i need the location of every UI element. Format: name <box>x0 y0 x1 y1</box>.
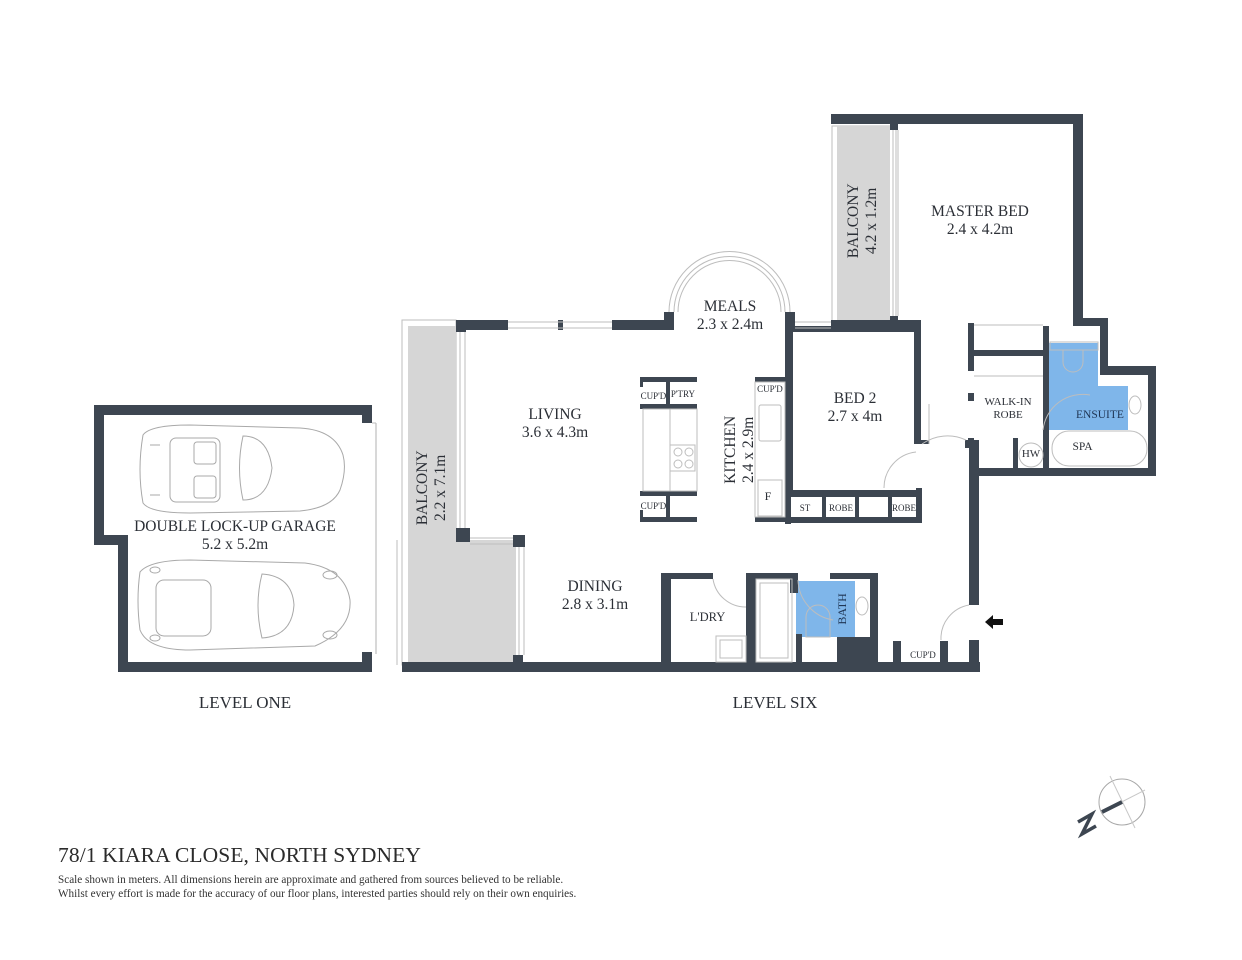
level-one-label: LEVEL ONE <box>198 693 292 712</box>
garage-walls <box>94 405 372 672</box>
balcony-master <box>831 125 897 323</box>
room-master-bed: MASTER BED 2.4 x 4.2m <box>915 203 1045 239</box>
room-balcony-master: BALCONY 4.2 x 1.2m <box>845 161 881 281</box>
room-name-line2: ROBE <box>993 408 1023 421</box>
room-kitchen: KITCHEN 2.4 x 2.9m <box>722 390 758 510</box>
north-arrow-icon <box>1077 775 1146 839</box>
room-name: DOUBLE LOCK-UP GARAGE <box>134 518 336 535</box>
room-balcony-main: BALCONY 2.2 x 7.1m <box>414 428 450 548</box>
room-name: BALCONY <box>414 450 432 526</box>
fixture-cupboard: CUP'D <box>640 391 667 401</box>
balcony-main <box>396 319 516 666</box>
room-walk-in-robe: WALK-IN ROBE <box>972 396 1044 421</box>
room-meals: MEALS 2.3 x 2.4m <box>670 298 790 334</box>
disclaimer-line-2: Whilst every effort is made for the accu… <box>58 888 577 900</box>
room-dining: DINING 2.8 x 3.1m <box>540 578 650 614</box>
fixture-robe: ROBE <box>828 503 853 513</box>
room-size: 2.3 x 2.4m <box>696 315 764 333</box>
car-icon <box>137 559 351 651</box>
fixture-fridge: F <box>764 489 772 503</box>
room-size: 4.2 x 1.2m <box>863 187 880 254</box>
room-ensuite: ENSUITE <box>1076 409 1124 421</box>
room-name: MEALS <box>703 298 757 315</box>
level-six-label: LEVEL SIX <box>732 693 818 712</box>
fixture-cupboard: CUP'D <box>910 650 936 660</box>
room-name: BALCONY <box>845 183 863 259</box>
room-name: WALK-IN <box>984 396 1032 408</box>
room-bath: BATH <box>835 593 850 625</box>
room-name: LIVING <box>528 406 582 423</box>
fixture-storage: ST <box>799 503 811 513</box>
room-name: MASTER BED <box>931 203 1029 220</box>
property-address: 78/1 KIARA CLOSE, NORTH SYDNEY <box>58 843 422 867</box>
room-size: 5.2 x 5.2m <box>201 535 269 553</box>
room-size: 3.6 x 4.3m <box>521 423 589 441</box>
room-laundry: L'DRY <box>689 610 726 624</box>
entry-arrow-icon <box>985 615 1003 629</box>
room-name: DINING <box>567 578 623 595</box>
room-living: LIVING 3.6 x 4.3m <box>490 406 620 442</box>
room-size: 2.8 x 3.1m <box>561 595 629 613</box>
room-size: 2.4 x 4.2m <box>946 220 1014 238</box>
fixture-robe: ROBE <box>891 503 916 513</box>
room-name: BED 2 <box>833 390 877 407</box>
room-bed2: BED 2 2.7 x 4m <box>805 390 905 426</box>
car-icon <box>139 424 345 514</box>
room-garage: DOUBLE LOCK-UP GARAGE 5.2 x 5.2m <box>120 518 350 554</box>
disclaimer-line-1: Scale shown in meters. All dimensions he… <box>58 874 564 886</box>
window-lines <box>459 130 1148 663</box>
fixture-hot-water: HW <box>1021 448 1041 460</box>
level-six-walls <box>402 114 1156 672</box>
room-size: 2.4 x 2.9m <box>740 416 757 483</box>
room-size: 2.7 x 4m <box>827 407 883 425</box>
fixture-spa: SPA <box>1072 441 1093 453</box>
fixture-pantry: P'TRY <box>670 389 696 399</box>
fixture-cupboard: CUP'D <box>757 384 783 394</box>
room-size: 2.2 x 7.1m <box>432 454 449 521</box>
fixture-cupboard: CUP'D <box>640 501 667 511</box>
room-name: KITCHEN <box>722 415 740 484</box>
wet-areas <box>796 343 1128 637</box>
